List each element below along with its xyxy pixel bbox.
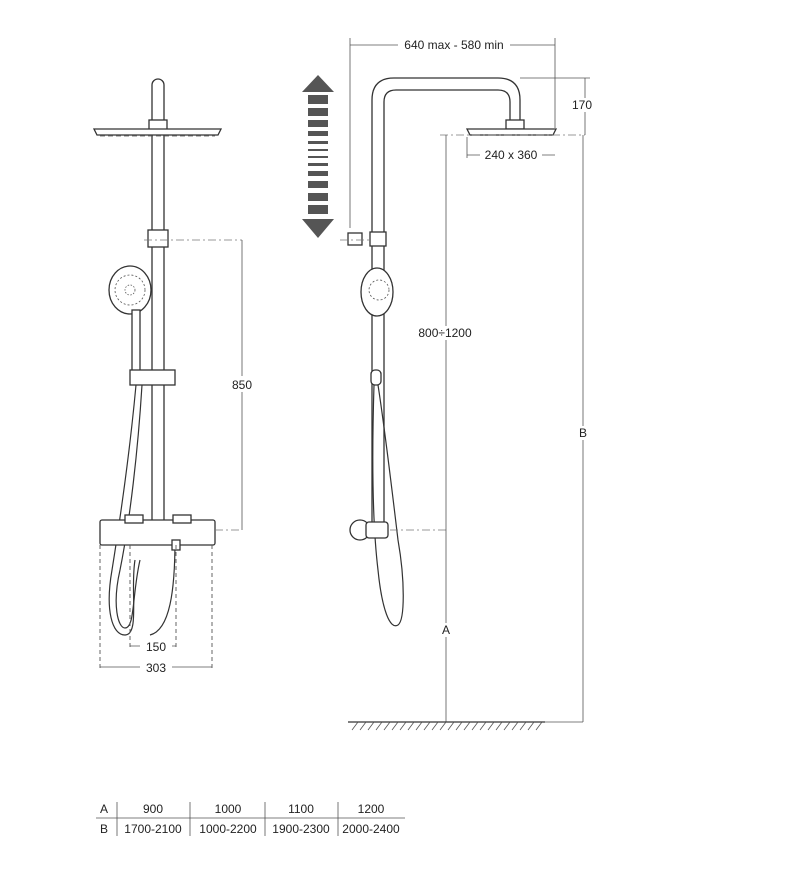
- dim-150: 150: [146, 640, 166, 654]
- hand-shower-handle: [131, 309, 141, 376]
- dim-slide-range: 800÷1200: [418, 326, 472, 340]
- table-row-label-a: A: [100, 802, 108, 816]
- overhead-shower-side: [465, 128, 558, 136]
- dimension-table: A B 900 1000 1100 1200 1700-2100 1000-22…: [96, 802, 405, 836]
- table-cell: 1700-2100: [124, 822, 182, 836]
- front-view: [92, 78, 243, 668]
- table-cell: 900: [143, 802, 163, 816]
- hand-shower-side: [360, 267, 394, 317]
- thermostatic-mixer: [99, 519, 216, 546]
- dim-b: B: [579, 426, 587, 440]
- table-cell: 2000-2400: [342, 822, 400, 836]
- dim-arm-reach: 640 max - 580 min: [404, 38, 503, 52]
- dim-a: A: [442, 623, 450, 637]
- table-row-label-b: B: [100, 822, 108, 836]
- dim-head-size: 240 x 360: [485, 148, 538, 162]
- riser-pole: [151, 127, 165, 524]
- table-cell: 1100: [288, 802, 314, 816]
- hand-shower-head: [108, 265, 152, 315]
- shower-slider: [129, 369, 176, 386]
- dim-170: 170: [572, 98, 592, 112]
- hose-side: [372, 384, 404, 627]
- height-collar: [147, 229, 169, 248]
- dim-850: 850: [232, 378, 252, 392]
- hose: [108, 384, 137, 636]
- table-cell: 1900-2300: [272, 822, 330, 836]
- table-cell: 1200: [358, 802, 385, 816]
- pole-top-cap: [151, 78, 165, 129]
- height-adjust-arrow-icon: [302, 75, 334, 238]
- floor-hatching: [351, 721, 543, 731]
- table-cell: 1000-2200: [199, 822, 257, 836]
- side-view: [340, 38, 590, 731]
- dim-303: 303: [146, 661, 166, 675]
- overhead-shower-plate: [92, 128, 223, 136]
- table-cell: 1000: [215, 802, 242, 816]
